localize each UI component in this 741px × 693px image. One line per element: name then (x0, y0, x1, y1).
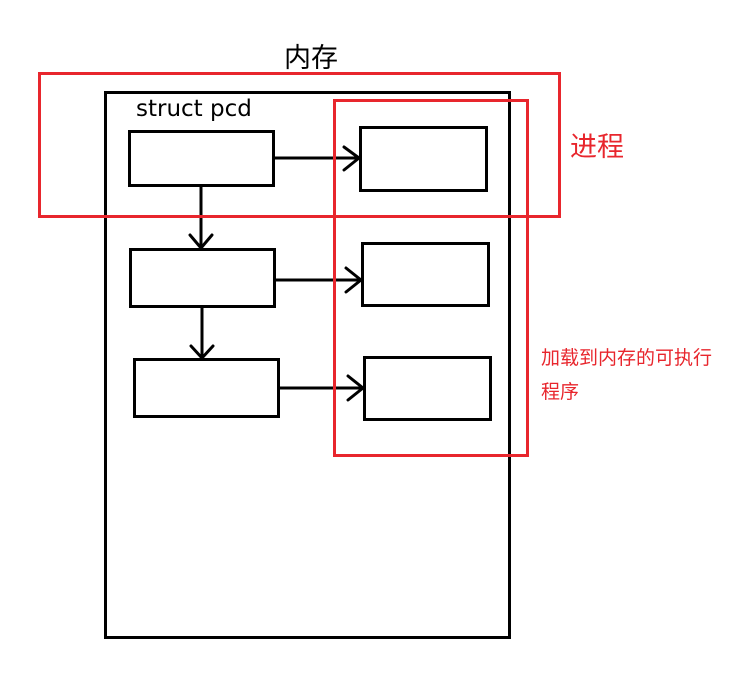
arrow-pcb1-to-program1 (273, 145, 361, 172)
arrow-pcb2-to-pcb3 (189, 306, 215, 360)
pcb-box-2 (129, 248, 276, 308)
program-box-3 (363, 356, 492, 421)
memory-label: 内存 (284, 43, 338, 74)
process-highlight (38, 72, 561, 218)
arrow-pcb3-to-program3 (278, 374, 365, 402)
struct-pcd-label: struct pcd (136, 96, 252, 122)
process-label: 进程 (570, 132, 624, 163)
program-label-line2: 程序 (541, 381, 580, 403)
pcb-box-3 (133, 358, 280, 418)
program-highlight (333, 99, 529, 457)
program-label-line1: 加载到内存的可执行 (541, 347, 713, 369)
arrow-pcb2-to-program2 (274, 266, 363, 294)
program-box-1 (359, 126, 488, 192)
program-box-2 (361, 242, 490, 307)
pcb-box-1 (128, 130, 275, 187)
